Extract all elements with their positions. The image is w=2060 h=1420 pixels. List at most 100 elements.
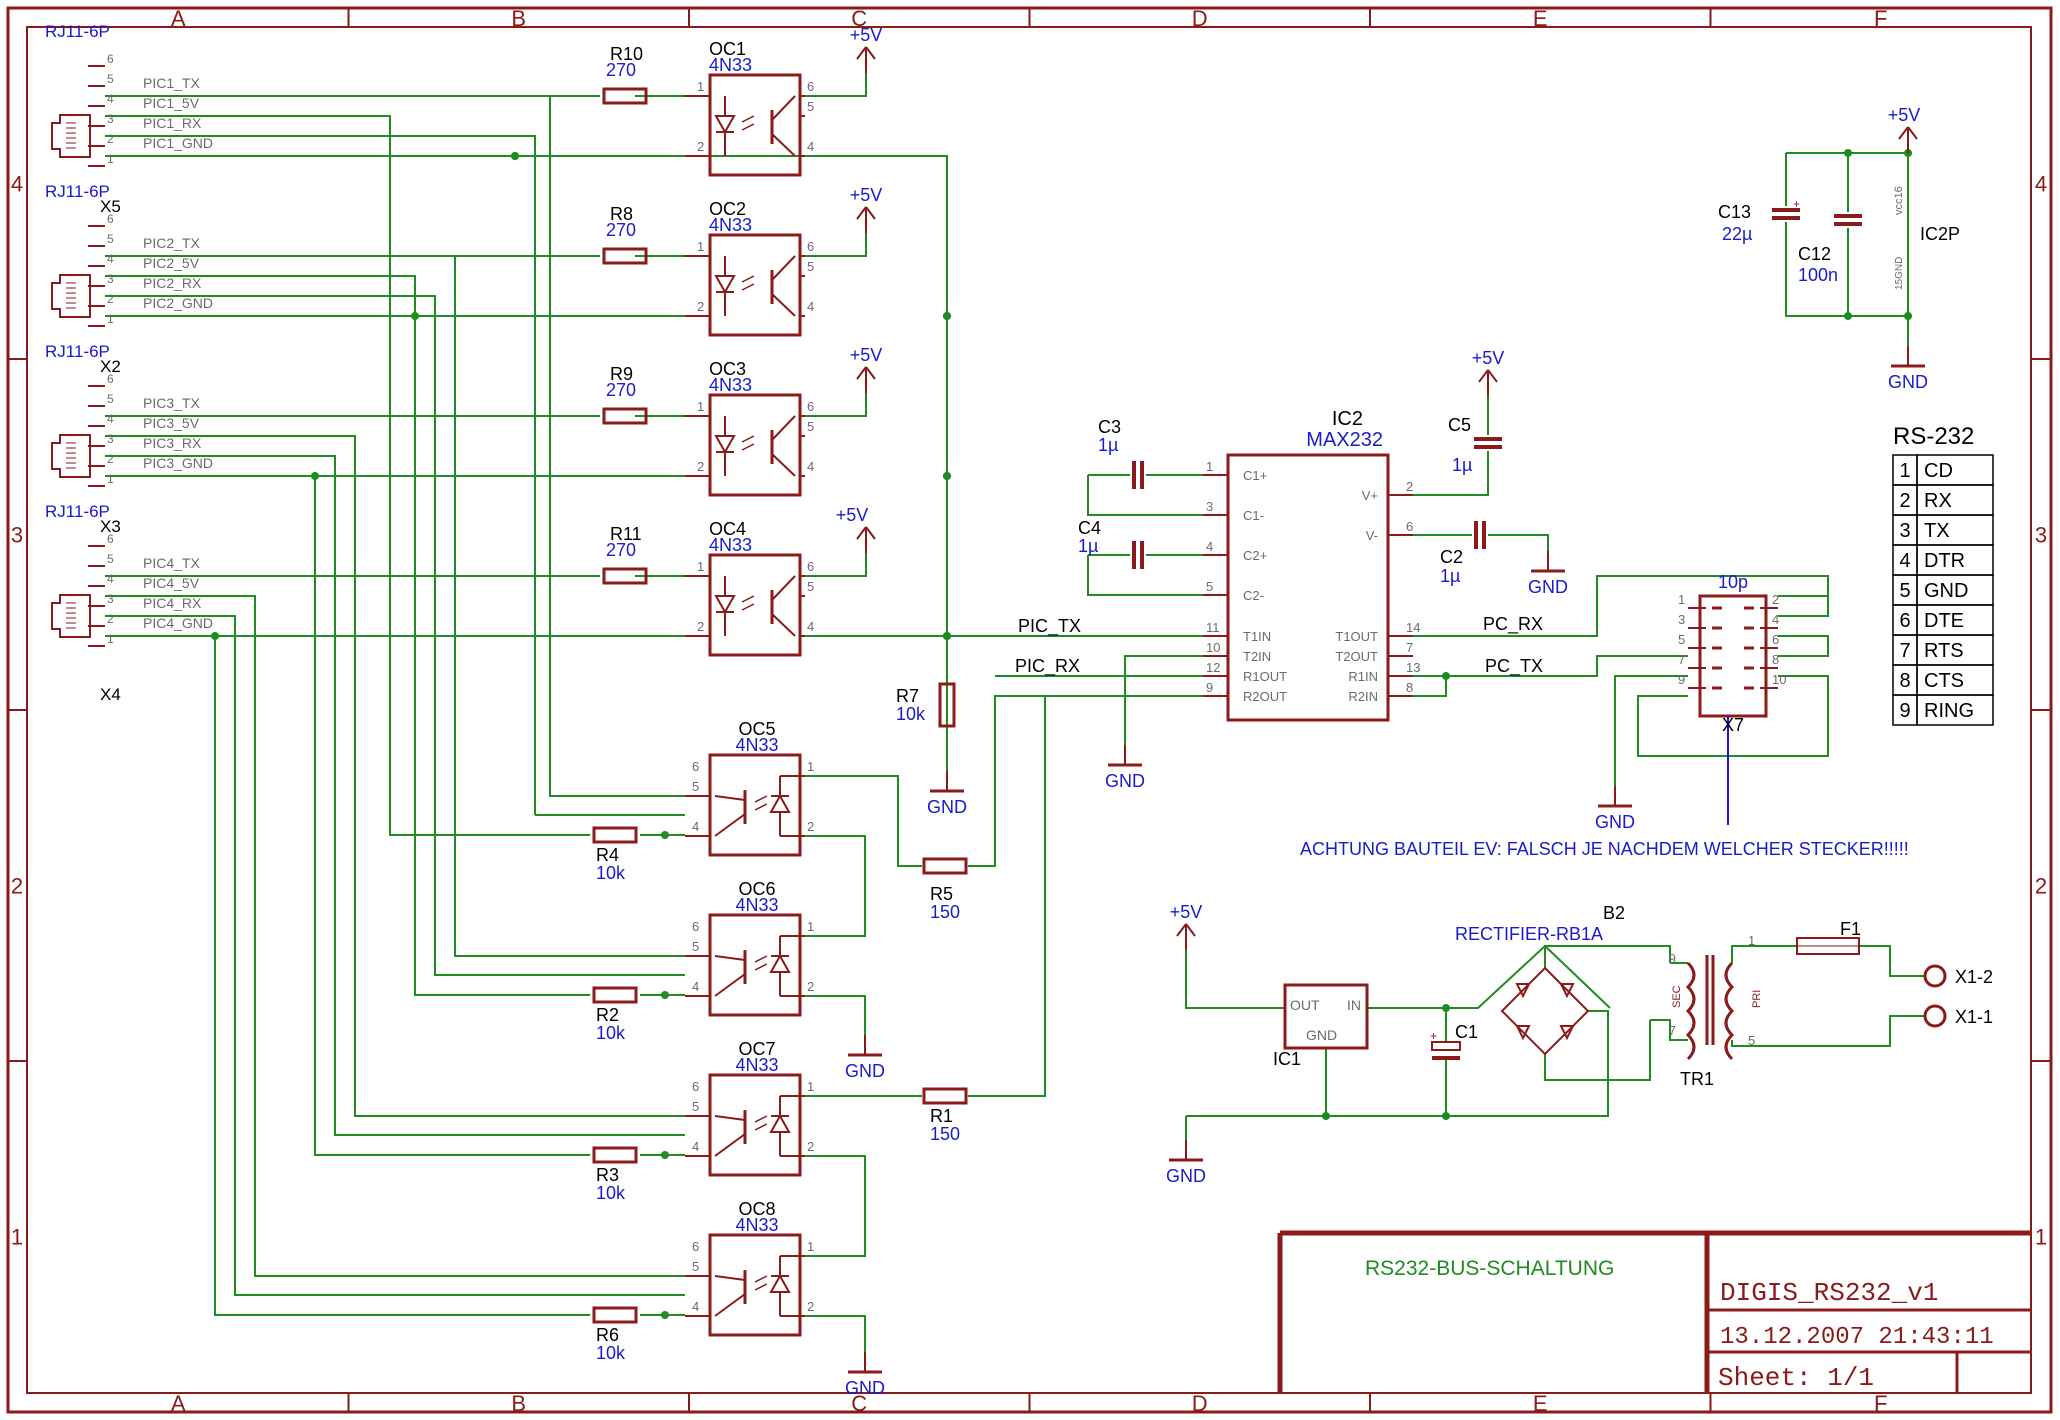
pin-name: R1OUT: [1243, 669, 1287, 684]
rj11-pin-number: 6: [107, 372, 114, 386]
junction-dot: [1322, 1112, 1330, 1120]
rj11-pin-number: 1: [107, 472, 114, 486]
vcc-arrow: [865, 206, 876, 220]
terminal-icon: [1923, 1004, 1947, 1028]
pin-number: 4: [807, 459, 814, 474]
pin-number: 12: [1206, 660, 1220, 675]
junction-dot: [943, 312, 951, 320]
pic-5v-wire: [105, 95, 685, 797]
optocoupler-type: 4N33: [735, 1215, 778, 1235]
pic-5v-wire: [105, 595, 685, 1277]
resistor-value: 10k: [596, 863, 626, 883]
pin-number: 6: [692, 759, 699, 774]
rj11-pin-number: 3: [107, 112, 114, 126]
pin-name: 15GND: [1894, 257, 1905, 290]
light-arrow: [754, 955, 768, 963]
rx-collector-wire: [805, 775, 922, 867]
resistor-value: 10k: [896, 704, 926, 724]
frame-row-label: 3: [2035, 523, 2047, 548]
vcc-arrow: [865, 46, 876, 60]
pin-number: 6: [692, 919, 699, 934]
light-arrow: [741, 123, 755, 131]
connector-ref: X2: [100, 357, 121, 376]
pin-number: 1: [1206, 459, 1213, 474]
psu-wire: [1859, 945, 1925, 977]
rj11-pin-number: 1: [107, 152, 114, 166]
table-pin-number: 4: [1899, 550, 1910, 572]
light-arrow: [754, 963, 768, 971]
resistor-body: [602, 567, 648, 585]
resistor-ref: R11: [610, 524, 642, 544]
frame-row-label: 4: [2035, 172, 2047, 197]
resistor-ref: R8: [610, 204, 633, 224]
frame-column-label: D: [1192, 6, 1208, 31]
pin-number: 1: [697, 239, 704, 254]
light-arrow: [741, 115, 755, 123]
table-pin-name: TX: [1924, 520, 1950, 542]
transformer-primary: [1724, 961, 1735, 1061]
connector-ref: X3: [100, 517, 121, 536]
gnd-label: GND: [845, 1061, 885, 1081]
junction-dot: [661, 1151, 669, 1159]
max232-body: [1226, 453, 1390, 722]
capacitor-ref: C5: [1448, 415, 1471, 435]
vcc-label: +5V: [850, 25, 883, 45]
junction-dot: [411, 312, 419, 320]
resistor-ref: R2: [596, 1005, 619, 1025]
pin-number: 4: [1772, 612, 1779, 627]
junction-dot: [1844, 312, 1852, 320]
pin-number: 6: [692, 1079, 699, 1094]
gnd-label: GND: [1105, 771, 1145, 791]
light-arrow: [741, 595, 755, 603]
led-triangle: [714, 275, 736, 295]
transistor-emitter: [771, 453, 796, 477]
pin-number: 6: [692, 1239, 699, 1254]
gnd-label: GND: [1528, 577, 1568, 597]
rj11-pin-number: 2: [107, 452, 114, 466]
project-title: RS232-BUS-SCHALTUNG: [1365, 1257, 1614, 1280]
psu-wire: [1731, 1015, 1925, 1047]
pic-rx-wire: [968, 696, 1046, 1097]
pin-number: 3: [1678, 612, 1685, 627]
ic-ref: IC2P: [1920, 224, 1960, 244]
rj11-pin-number: 3: [107, 272, 114, 286]
resistor-body: [592, 826, 638, 844]
unused-wire: [1124, 655, 1203, 745]
pin-number: 2: [807, 819, 814, 834]
resistor-body: [922, 1087, 968, 1105]
resistor-ref: R6: [596, 1325, 619, 1345]
rj11-pin-number: 2: [107, 292, 114, 306]
table-pin-name: DTE: [1924, 610, 1964, 632]
pin-name: C1-: [1243, 508, 1264, 523]
optocoupler-ref: OC7: [738, 1039, 775, 1059]
pin-number: 6: [1772, 632, 1779, 647]
table-pin-name: RTS: [1924, 640, 1964, 662]
cap-wire: [1087, 475, 1203, 516]
pin-number: 2: [807, 1139, 814, 1154]
pic-rx-wire: [105, 135, 536, 815]
optocoupler-body: [708, 1233, 802, 1337]
frame-column-label: B: [511, 6, 526, 31]
pin-number: 10: [1206, 640, 1220, 655]
net-label: PC_RX: [1483, 614, 1543, 635]
vcc-arrow: [1907, 126, 1918, 140]
pc-tx-wire: [1413, 655, 1688, 697]
resistor-body: [592, 986, 638, 1004]
transistor-collector: [714, 955, 746, 961]
led-triangle: [769, 953, 791, 973]
resistor-value: 10k: [596, 1023, 626, 1043]
electrolytic-plate: [1431, 1041, 1461, 1051]
pin-number: 2: [697, 619, 704, 634]
pin-name: V+: [1362, 488, 1378, 503]
transistor-emitter: [714, 1133, 746, 1157]
frame-column-label: E: [1533, 1391, 1548, 1416]
ic-ref: IC1: [1273, 1049, 1301, 1069]
wires: [105, 73, 1925, 1352]
pin-number: 5: [1678, 632, 1685, 647]
net-name: PIC1_5V: [143, 95, 200, 111]
psu-wire: [1367, 1007, 1447, 1026]
ic-ref: IC2: [1332, 408, 1363, 430]
net-name: PIC1_RX: [143, 115, 202, 131]
frame-column-label: F: [1874, 1391, 1887, 1416]
transistor-collector: [714, 1115, 746, 1121]
